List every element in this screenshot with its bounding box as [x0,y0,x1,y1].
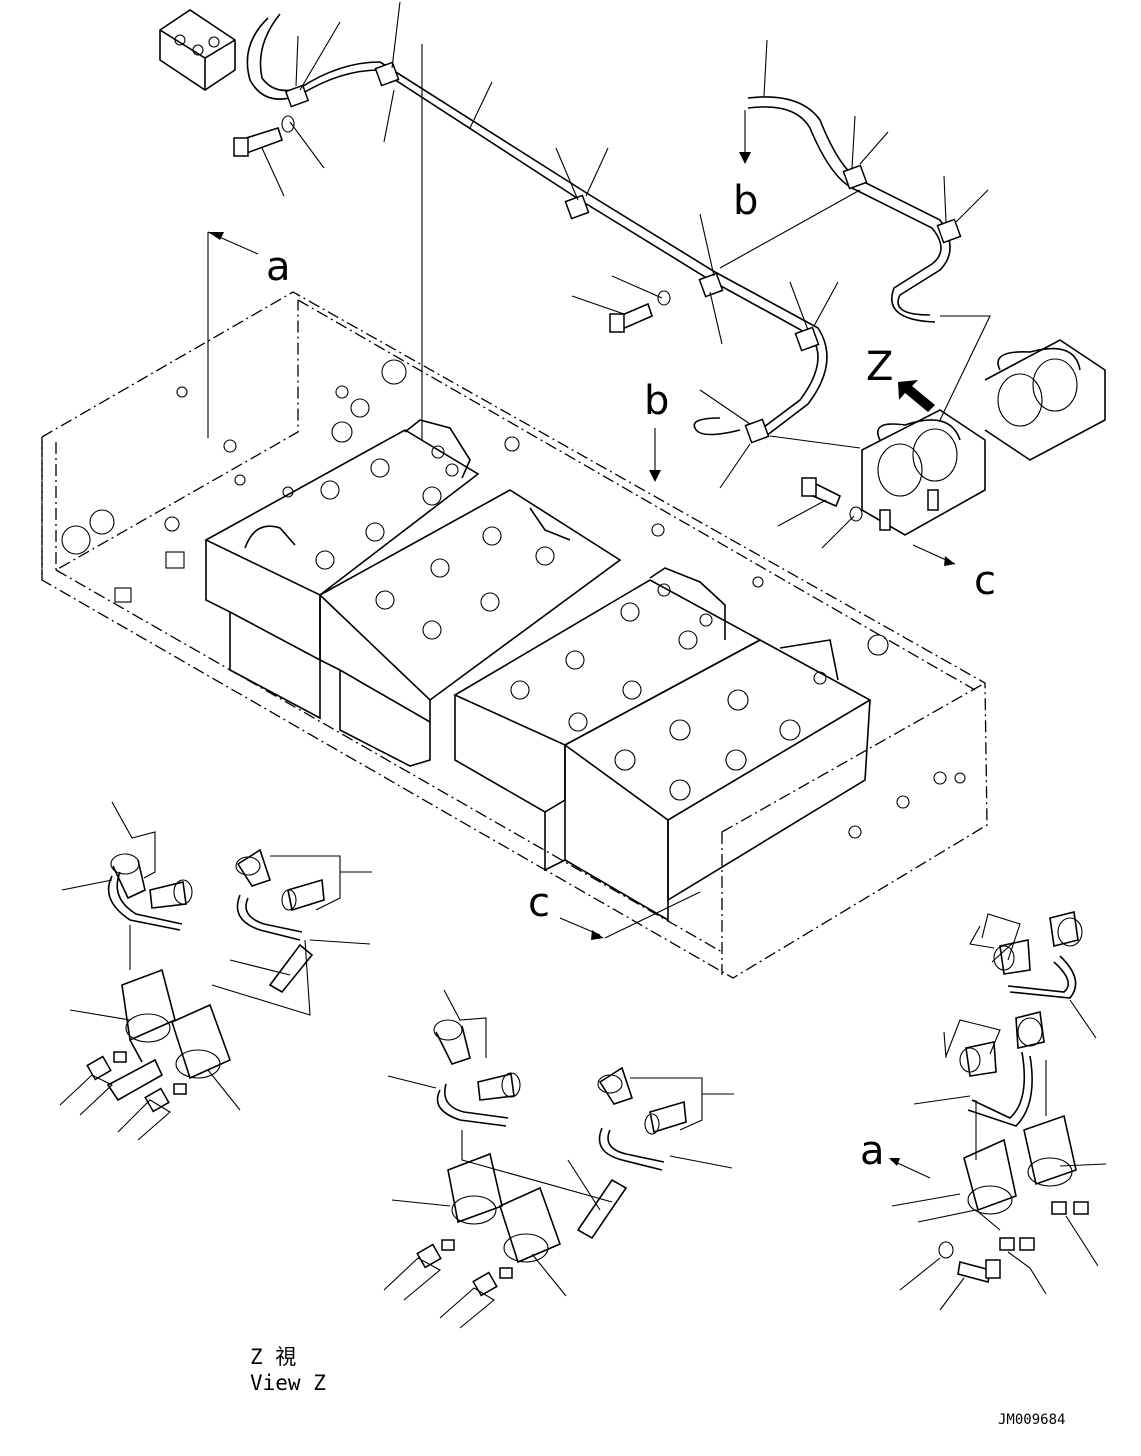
label-b-top: b [733,178,758,224]
bolt-mid [609,290,671,333]
callout-labels: a b b Z c c a [266,178,996,1174]
view-z-arrow [898,380,935,412]
terminal-block [159,9,236,91]
battery-right-rear [453,579,762,872]
caption-japanese: Z 視 [250,1345,296,1369]
battery-terminals [404,419,726,640]
battery-tray [41,291,988,979]
view-caption: Z 視 View Z [250,1345,326,1395]
drawing-code: JM009684 [998,1412,1065,1428]
relay-assembly [861,339,1106,536]
cable-harness-top [246,13,962,444]
view-z-left-group [59,801,372,1141]
battery-left-front [318,489,622,767]
leader-lines [207,1,991,1179]
bolt-right [801,477,863,522]
battery-right-front [563,639,872,922]
caption-english: View Z [250,1371,326,1395]
battery-left-rear [204,429,480,720]
view-z-right-group [891,911,1107,1311]
label-c-right: c [974,558,996,604]
label-a-bottom: a [860,1128,885,1174]
label-b-mid: b [644,378,669,424]
bolt-top-left [233,115,295,157]
label-z: Z [866,344,893,390]
view-z-middle-group [383,989,734,1329]
label-a-top: a [266,244,291,290]
label-c-bottom: c [528,880,550,926]
